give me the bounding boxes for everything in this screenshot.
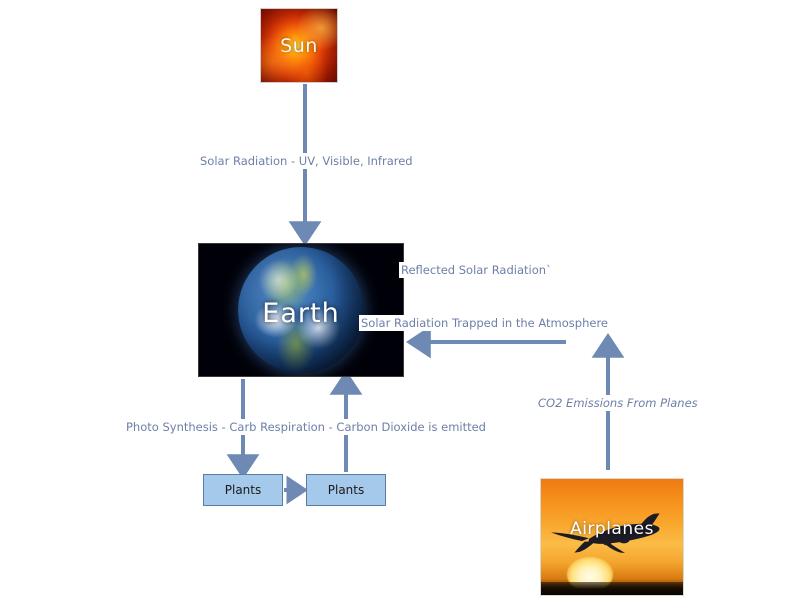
edge-label-solar-radiation-trapped: Solar Radiation Trapped in the Atmospher… xyxy=(359,315,610,331)
node-airplanes[interactable]: Airplanes xyxy=(540,478,684,596)
airplane-icon xyxy=(551,513,660,553)
edge-label-co2-emissions: CO2 Emissions From Planes xyxy=(536,395,700,411)
earth-globe-graphic xyxy=(238,247,364,373)
node-plants-left[interactable]: Plants xyxy=(203,474,283,506)
node-plants-left-label: Plants xyxy=(224,483,262,497)
edge-label-reflected-solar-radiation: Reflected Solar Radiation` xyxy=(399,262,554,278)
node-sun[interactable]: Sun xyxy=(260,8,338,83)
node-earth[interactable]: Earth xyxy=(198,243,404,377)
horizon-graphic xyxy=(541,582,683,595)
edge-label-solar-radiation: Solar Radiation - UV, Visible, Infrared xyxy=(198,153,415,169)
node-plants-right-label: Plants xyxy=(327,483,365,497)
edge-label-photosynthesis: Photo Synthesis - Carb Respiration - Car… xyxy=(124,419,488,435)
node-plants-right[interactable]: Plants xyxy=(306,474,386,506)
node-sun-label: Sun xyxy=(280,35,318,57)
